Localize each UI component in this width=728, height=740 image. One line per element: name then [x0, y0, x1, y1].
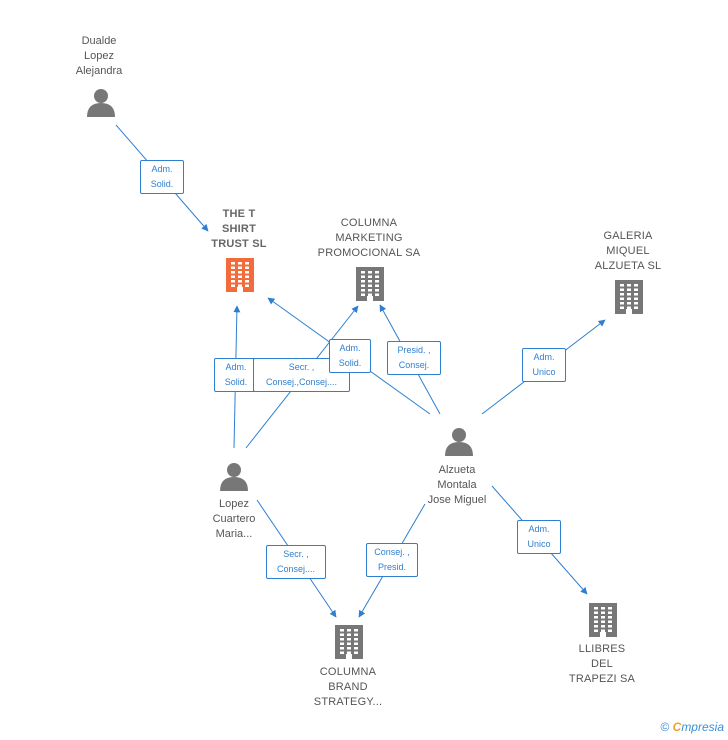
building-icon-columna_brand[interactable]	[335, 625, 363, 659]
node-label-lopez[interactable]: Lopez Cuartero Maria...	[212, 498, 256, 540]
node-label-galeria[interactable]: GALERIA MIQUEL ALZUETA SL	[594, 230, 662, 272]
building-icon-galeria[interactable]	[615, 280, 643, 314]
node-label-alzueta[interactable]: Alzueta Montala Jose Miguel	[427, 464, 487, 506]
brand-logo-letter: C	[672, 720, 682, 734]
person-icon-lopez[interactable]	[220, 463, 248, 491]
copyright-icon: ©	[660, 720, 670, 734]
relation-label-alzueta-columna_mkt[interactable]: Presid. , Consej.	[387, 341, 441, 375]
building-icon-tshirt[interactable]	[226, 258, 254, 292]
relation-label-alzueta-columna_brand[interactable]: Consej. , Presid.	[366, 543, 418, 577]
node-label-tshirt[interactable]: THE T SHIRT TRUST SL	[211, 208, 267, 250]
node-label-columna_brand[interactable]: COLUMNA BRAND STRATEGY...	[313, 666, 383, 708]
relation-label-lopez-columna_mkt[interactable]: Secr. , Consej.,Consej....	[253, 358, 350, 392]
building-icon-llibres[interactable]	[589, 603, 617, 637]
relation-label-alzueta-llibres[interactable]: Adm. Unico	[517, 520, 561, 554]
relation-label-dualde-tshirt[interactable]: Adm. Solid.	[140, 160, 184, 194]
building-icon-columna_mkt[interactable]	[356, 267, 384, 301]
relation-label-lopez-columna_brand[interactable]: Secr. , Consej....	[266, 545, 326, 579]
person-icon-dualde[interactable]	[87, 89, 115, 117]
node-label-dualde[interactable]: Dualde Lopez Alejandra	[75, 35, 123, 77]
node-label-columna_mkt[interactable]: COLUMNA MARKETING PROMOCIONAL SA	[317, 217, 421, 259]
relation-label-alzueta-galeria[interactable]: Adm. Unico	[522, 348, 566, 382]
relation-label-alzueta-tshirt[interactable]: Adm. Solid.	[329, 339, 371, 373]
brand-name: mpresia	[681, 720, 724, 734]
relation-label-lopez-tshirt[interactable]: Adm. Solid.	[214, 358, 258, 392]
person-icon-alzueta[interactable]	[445, 428, 473, 456]
node-label-llibres[interactable]: LLIBRES DEL TRAPEZI SA	[568, 643, 636, 685]
footer-brand: © Cmpresia	[660, 720, 724, 734]
